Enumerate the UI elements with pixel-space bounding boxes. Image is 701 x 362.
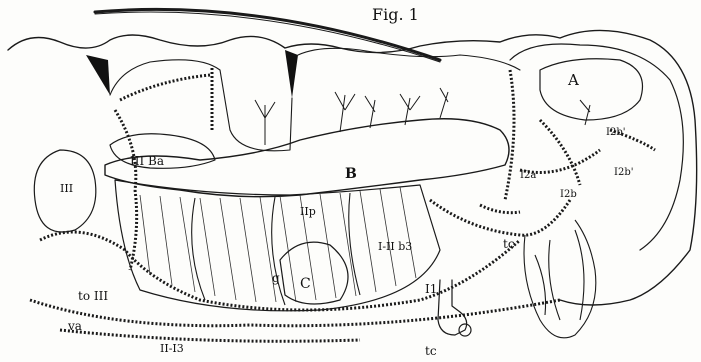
- label-I2b-mid: I2b': [614, 167, 633, 178]
- label-I1: I1: [425, 282, 437, 296]
- label-I2b-lower: I2b: [560, 189, 577, 200]
- label-IIIb3: I-II b3: [378, 240, 412, 253]
- label-g: g: [272, 271, 280, 285]
- label-C: C: [300, 276, 311, 292]
- label-A: A: [567, 71, 579, 89]
- label-I2a: I2a: [520, 170, 536, 181]
- figure-title: Fig. 1: [372, 5, 419, 24]
- notch-left: [86, 55, 110, 95]
- notch-mid: [285, 50, 298, 98]
- label-IIp: IIp: [300, 205, 316, 218]
- label-tc-bottom: tc: [425, 344, 437, 358]
- label-B: B: [345, 166, 357, 182]
- label-toIII: to III: [78, 289, 108, 303]
- label-III-left: III: [60, 182, 73, 195]
- diagram-labels: A B III Ba C g IIp I-II b3 I2a I2b' I2b'…: [60, 71, 633, 358]
- label-I2b-upper: I2b': [606, 127, 625, 138]
- upper-chamber-wall-2: [298, 48, 520, 70]
- organ-A: [540, 59, 643, 120]
- tube-I1: [438, 280, 467, 335]
- gut-B: [105, 119, 509, 197]
- label-III3: II-I3: [160, 342, 184, 355]
- label-Ba: III Ba: [130, 154, 164, 168]
- mouthparts: [524, 220, 596, 338]
- label-va: va: [67, 319, 82, 333]
- tracheole-branches: [255, 88, 590, 145]
- label-tc-right: tc: [503, 237, 515, 251]
- head-capsule: [510, 44, 683, 250]
- chamber-C: [280, 242, 348, 304]
